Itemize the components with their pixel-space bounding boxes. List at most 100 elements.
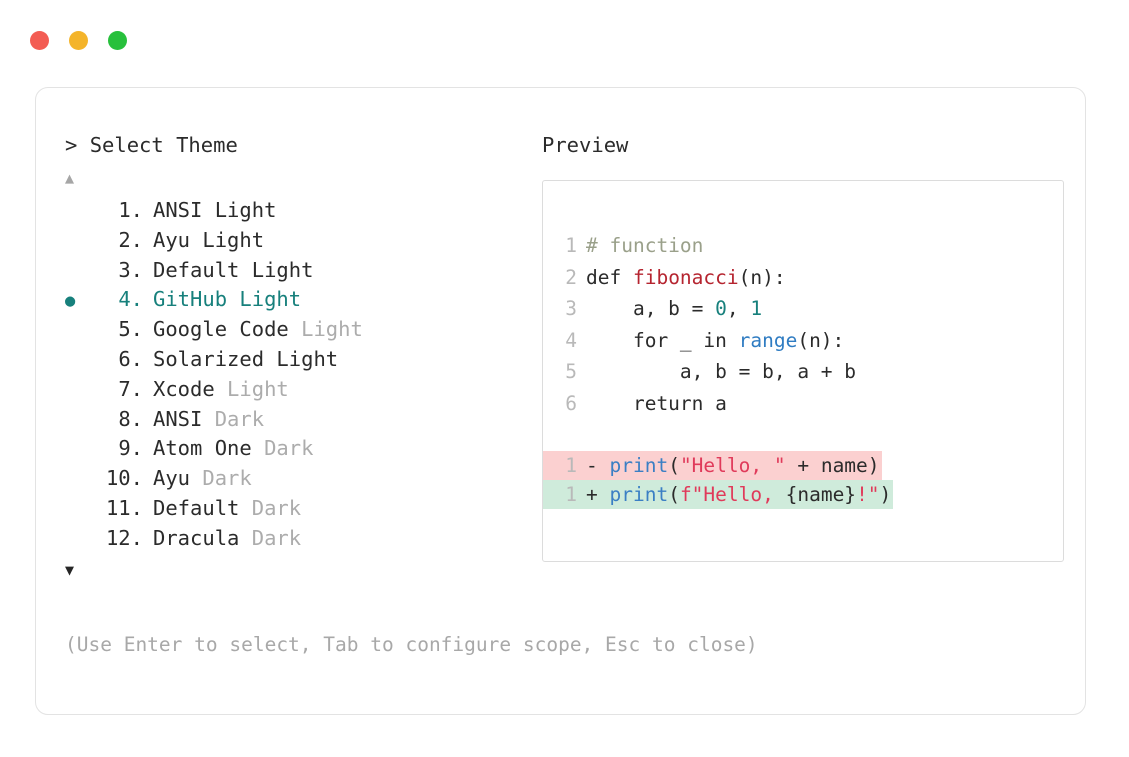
theme-item-name: Solarized (153, 346, 265, 371)
theme-list-item[interactable]: 2. Ayu Light (65, 226, 535, 256)
code-line: 4 for _ in range(n): (543, 325, 1063, 357)
diff-removed-line: 1- print("Hello, " + name) (543, 450, 1063, 480)
diff-highlight: 1- print("Hello, " + name) (543, 450, 882, 480)
line-number: 1 (565, 482, 577, 506)
code-spacer (543, 419, 1063, 451)
theme-item-name: Xcode (153, 376, 215, 401)
line-text: print("Hello, " + name) (609, 451, 879, 480)
line-number: 1 (565, 234, 577, 257)
line-number: 1 (565, 453, 577, 477)
code-token: a, b = (586, 297, 716, 320)
theme-item-variant: Light (288, 317, 363, 342)
theme-list-item[interactable]: 10.Ayu Dark (65, 464, 535, 494)
theme-item-number: 8. (118, 406, 143, 431)
theme-item-name: Atom One (153, 436, 252, 461)
code-token: , (726, 297, 751, 320)
theme-list-item[interactable]: 6. Solarized Light (65, 345, 535, 375)
theme-item-number: 12. (105, 525, 143, 550)
code-token: 1 (750, 297, 763, 320)
code-line: 5 a, b = b, a + b (543, 356, 1063, 388)
theme-item-number: 4. (118, 287, 143, 312)
window-controls (30, 31, 127, 50)
prompt-sigil: > (65, 133, 78, 157)
diff-highlight: 1 + print(f"Hello, {name}!") (543, 479, 894, 509)
theme-item-name: Ayu (153, 227, 191, 252)
theme-list-item[interactable]: 7. Xcode Light (65, 375, 535, 405)
theme-item-number: 7. (118, 376, 143, 401)
theme-item-number: 1. (118, 198, 143, 222)
theme-list-item[interactable]: 9. Atom One Dark (65, 434, 535, 464)
code-token: (n): (738, 265, 786, 289)
line-number: 3 (565, 297, 577, 320)
theme-item-name: Default (153, 495, 240, 520)
theme-item-variant: Dark (251, 436, 314, 461)
code-token: "Hello, " (679, 453, 786, 477)
code-token: print (609, 482, 669, 506)
theme-item-variant: Light (214, 376, 289, 401)
theme-list-item[interactable]: ●4.GitHub Light (65, 285, 535, 315)
code-token: for _ in (586, 328, 739, 352)
line-text: def fibonacci(n): (586, 262, 786, 294)
selected-bullet-icon: ● (65, 291, 76, 312)
code-line: 1 # function (543, 230, 1063, 262)
page-title-text: Select Theme (89, 133, 238, 157)
code-token: def (586, 265, 633, 289)
code-token: + name) (785, 453, 880, 477)
theme-list-item[interactable]: 8. ANSI Dark (65, 405, 535, 435)
scroll-down-indicator-icon[interactable]: ▼ (65, 560, 75, 579)
theme-item-name: Google Code (153, 317, 289, 342)
scroll-up-indicator-icon[interactable]: ▲ (65, 169, 75, 187)
code-line: 6 return a (543, 388, 1063, 420)
line-number: 4 (565, 328, 577, 352)
theme-list-item[interactable]: 12. Dracula Dark (65, 524, 535, 554)
line-number: 6 (565, 391, 577, 415)
maximize-button[interactable] (108, 31, 127, 50)
theme-item-name: ANSI (153, 406, 203, 431)
close-button[interactable] (30, 31, 49, 50)
preview-title: Preview (542, 133, 629, 157)
theme-item-number: 6. (118, 346, 143, 371)
diff-marker: + (586, 482, 610, 506)
theme-item-number: 3. (118, 257, 143, 282)
theme-list-item[interactable]: 1.ANSI Light (65, 196, 535, 226)
theme-list-item[interactable]: 3.Default Light (65, 256, 535, 286)
theme-item-variant: Dark (239, 525, 302, 550)
diff-added-line: 1 + print(f"Hello, {name}!") (543, 479, 1063, 509)
code-token: print (609, 453, 669, 477)
code-token: fibonacci (632, 265, 739, 289)
theme-item-name: GitHub (153, 287, 228, 312)
line-text: for _ in range(n): (586, 325, 844, 357)
theme-item-variant: Dark (190, 466, 252, 491)
line-number: 5 (565, 360, 577, 383)
code-line: 3 a, b = 0, 1 (543, 293, 1063, 325)
line-text: print(f"Hello, {name}!") (609, 480, 891, 509)
code-token: return a (586, 391, 727, 415)
page-title: > Select Theme (65, 132, 535, 158)
line-text: a, b = b, a + b (586, 356, 856, 388)
code-token: ) (879, 482, 892, 506)
theme-item-number: 9. (118, 436, 143, 461)
theme-list-item[interactable]: 5.Google Code Light (65, 315, 535, 345)
theme-item-variant: Dark (202, 406, 265, 431)
theme-item-name: Dracula (153, 525, 240, 550)
code-token: ( (668, 453, 680, 477)
code-token: range (738, 328, 798, 352)
theme-list-item[interactable]: 11.Default Dark (65, 494, 535, 524)
theme-item-variant: Light (190, 227, 265, 252)
code-token: # function (586, 234, 704, 257)
theme-item-number: 2. (118, 227, 143, 252)
code-token: !" (856, 482, 880, 506)
keyboard-hint: (Use Enter to select, Tab to configure s… (65, 633, 758, 656)
minimize-button[interactable] (69, 31, 88, 50)
line-number: 2 (565, 265, 577, 289)
code-token: ( (668, 482, 680, 506)
code-token: {name} (785, 482, 857, 506)
theme-item-variant: Light (202, 198, 277, 222)
theme-item-variant: Light (264, 346, 339, 371)
line-text: a, b = 0, 1 (586, 293, 762, 325)
theme-item-number: 10. (105, 466, 143, 491)
